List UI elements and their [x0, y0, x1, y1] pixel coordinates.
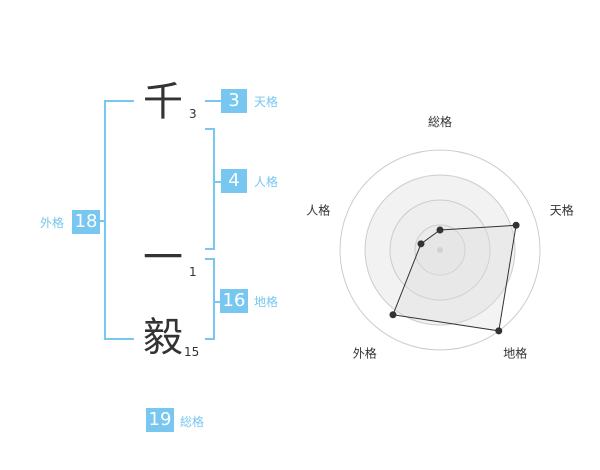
tenkaku-value: 3: [221, 89, 247, 113]
radar-point-2: [495, 327, 503, 335]
chikaku-connector: [213, 301, 221, 303]
gaikaku-connector: [100, 220, 106, 222]
radar-center-dot: [437, 247, 443, 253]
soukaku-value: 19: [146, 408, 174, 432]
jinkaku-bracket: [205, 128, 215, 250]
stroke-count-2: 1: [189, 265, 197, 279]
radar-series-polygon: [392, 224, 517, 332]
radar-axis-label-2: 地格: [503, 346, 527, 361]
jinkaku-label: 人格: [254, 175, 279, 189]
stroke-count-3: 15: [184, 345, 200, 359]
radar-axis-label-1: 天格: [550, 202, 574, 217]
tenkaku-label: 天格: [254, 95, 279, 109]
radar-axis-label-0: 総格: [428, 114, 452, 129]
name-char-2: 一: [143, 235, 183, 281]
gaikaku-label: 外格: [40, 216, 65, 230]
soukaku-label: 総格: [180, 415, 205, 429]
chikaku-bracket: [205, 258, 215, 340]
gaikaku-value: 18: [72, 210, 100, 234]
radar-point-3: [389, 311, 397, 319]
name-char-3: 毅: [143, 315, 183, 361]
radar-point-0: [436, 226, 444, 234]
tenkaku-connector: [205, 100, 221, 102]
chikaku-value: 16: [220, 289, 248, 313]
jinkaku-value: 4: [221, 169, 247, 193]
chikaku-label: 地格: [254, 295, 279, 309]
radar-point-4: [417, 240, 425, 248]
radar-axis-label-3: 外格: [353, 346, 377, 361]
radar-point-1: [512, 221, 520, 229]
name-char-1: 千: [143, 79, 183, 125]
jinkaku-connector: [213, 181, 221, 183]
radar-axis-label-4: 人格: [306, 202, 330, 217]
stroke-count-1: 3: [189, 107, 197, 121]
